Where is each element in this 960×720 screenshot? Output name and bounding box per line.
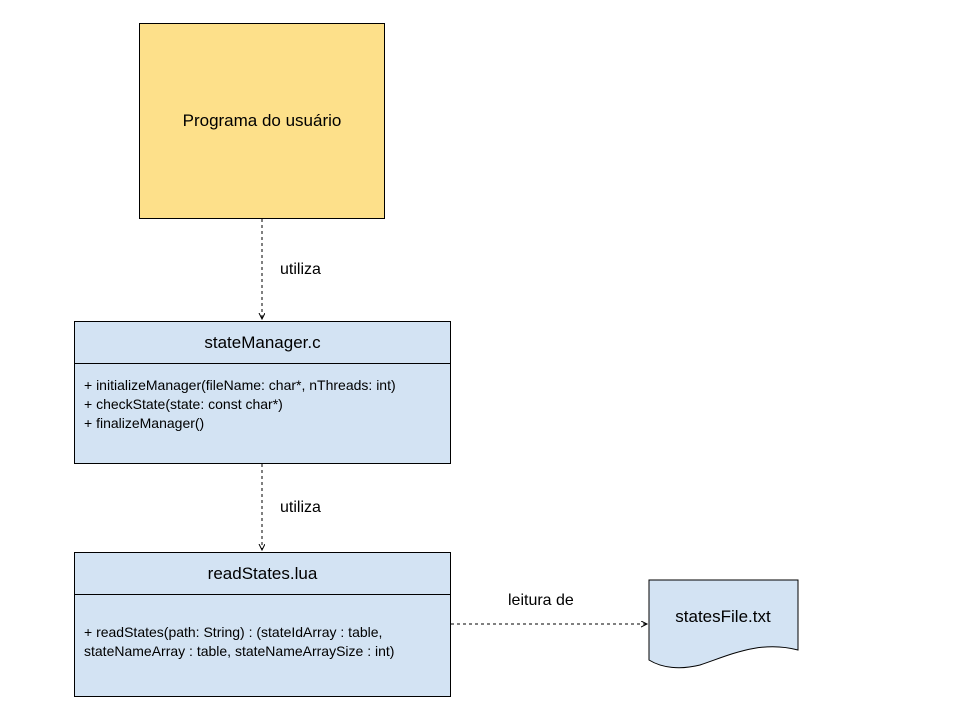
method-line: stateNameArray : table, stateNameArraySi… — [84, 643, 395, 659]
edge-label-uses-1: utiliza — [280, 261, 321, 278]
state-manager-class: stateManager.c + initializeManager(fileN… — [74, 321, 451, 464]
edge-label-uses-2: utiliza — [280, 499, 321, 516]
method-line: + initializeManager(fileName: char*, nTh… — [84, 377, 396, 393]
read-states-methods: + readStates(path: String) : (stateIdArr… — [75, 595, 450, 661]
read-states-title: readStates.lua — [75, 553, 450, 595]
edge-label-reads: leitura de — [508, 592, 574, 609]
user-program-label: Programa do usuário — [182, 111, 342, 130]
read-states-class: readStates.lua + readStates(path: String… — [74, 552, 451, 697]
method-line: + finalizeManager() — [84, 415, 205, 431]
method-line: + checkState(state: const char*) — [84, 396, 283, 412]
states-file-document-shape — [648, 579, 799, 669]
user-program-box: Programa do usuário — [139, 23, 385, 219]
state-manager-methods: + initializeManager(fileName: char*, nTh… — [75, 364, 450, 433]
states-file-label: statesFile.txt — [675, 607, 771, 626]
state-manager-title: stateManager.c — [75, 322, 450, 364]
method-line: + readStates(path: String) : (stateIdArr… — [84, 624, 383, 640]
